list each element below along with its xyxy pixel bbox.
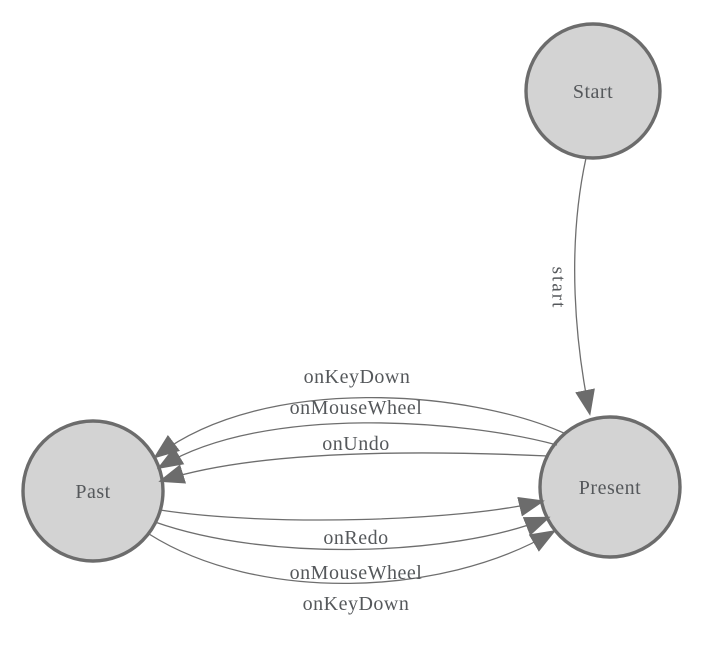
node-start-circle — [524, 22, 662, 160]
edge-label-onundo: onUndo — [322, 433, 390, 455]
edge-present-to-past-onmousewheel — [156, 422, 558, 470]
edge-past-to-present-onredo — [159, 496, 545, 521]
node-label-past: Past — [75, 481, 111, 503]
node-label-present: Present — [578, 477, 642, 499]
edge-present-to-past-onundo — [158, 452, 549, 484]
edge-label-onkeydown-top: onKeyDown — [303, 366, 411, 388]
edge-label-onkeydown-bottom: onKeyDown — [302, 593, 410, 615]
node-past-circle — [21, 419, 165, 563]
edge-label-onredo: onRedo — [323, 527, 389, 549]
edge-past-to-present-onmousewheel — [154, 516, 551, 551]
edge-label-onmousewheel-top: onMouseWheel — [289, 397, 423, 419]
node-present-circle — [538, 415, 682, 559]
edge-present-to-past-onkeydown — [153, 396, 567, 459]
node-label-start: Start — [572, 81, 614, 103]
edge-label-start: start — [547, 266, 569, 310]
edge-past-to-present-onkeydown — [148, 529, 557, 585]
edge-start-to-present — [574, 157, 595, 416]
edge-label-onmousewheel-bottom: onMouseWheel — [289, 562, 423, 584]
